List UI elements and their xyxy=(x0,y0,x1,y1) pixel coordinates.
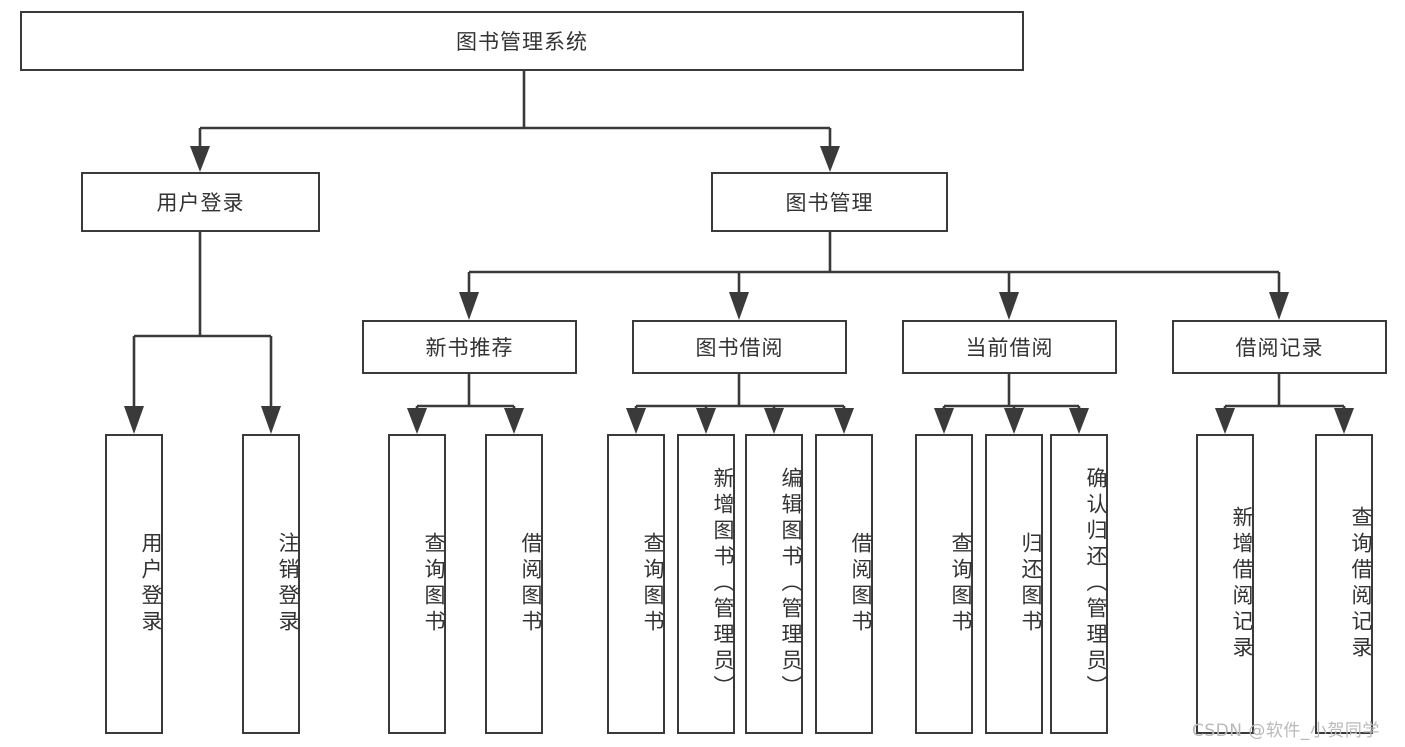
node-new-book-recommend[interactable]: 新书推荐 xyxy=(362,320,577,374)
leaf-logout-label: 注销登录 xyxy=(276,532,300,636)
arrowhead-current-return xyxy=(1004,408,1024,434)
arrowhead-borrow-edit xyxy=(764,408,784,434)
arrowhead-newbook-borrow xyxy=(504,408,524,434)
node-borrow-record[interactable]: 借阅记录 xyxy=(1172,320,1387,374)
node-book-management-label: 图书管理 xyxy=(785,191,874,215)
leaf-borrow-add-book-label: 新增图书（管理员） xyxy=(711,467,735,701)
leaf-current-return-book-label: 归还图书 xyxy=(1019,532,1043,636)
arrowhead-new-book-rec xyxy=(459,292,479,320)
node-user-login-label: 用户登录 xyxy=(156,191,245,215)
leaf-logout[interactable]: 注销登录 xyxy=(242,434,300,734)
node-book-borrow[interactable]: 图书借阅 xyxy=(632,320,847,374)
arrowhead-borrow-add xyxy=(696,408,716,434)
leaf-borrow-lend-book-label: 借阅图书 xyxy=(849,532,873,636)
leaf-borrow-edit-book[interactable]: 编辑图书（管理员） xyxy=(745,434,803,734)
leaf-borrow-query-book[interactable]: 查询图书 xyxy=(607,434,665,734)
arrowhead-leaf-logout xyxy=(261,406,281,434)
leaf-newbook-borrow-book-label: 借阅图书 xyxy=(519,532,543,636)
leaf-current-query-book-label: 查询图书 xyxy=(949,532,973,636)
leaf-newbook-query-book[interactable]: 查询图书 xyxy=(388,434,446,734)
leaf-newbook-query-book-label: 查询图书 xyxy=(422,532,446,636)
leaf-current-confirm-return-label: 确认归还（管理员） xyxy=(1084,467,1108,701)
arrowhead-record-query xyxy=(1334,408,1354,434)
arrowhead-current-borrow xyxy=(999,292,1019,320)
csdn-watermark: CSDN @软件_小贺同学 xyxy=(1192,721,1380,741)
leaf-record-query-label: 查询借阅记录 xyxy=(1349,506,1373,662)
arrowhead-borrow-query xyxy=(626,408,646,434)
node-book-borrow-label: 图书借阅 xyxy=(695,336,784,360)
arrowhead-current-confirm xyxy=(1069,408,1089,434)
leaf-user-login-label: 用户登录 xyxy=(139,532,163,636)
arrowhead-borrow-lend xyxy=(834,408,854,434)
leaf-record-add-label: 新增借阅记录 xyxy=(1230,506,1254,662)
arrowhead-leaf-user-login xyxy=(124,406,144,434)
arrowhead-borrow-record xyxy=(1269,292,1289,320)
arrowhead-current-query xyxy=(934,408,954,434)
leaf-borrow-query-book-label: 查询图书 xyxy=(641,532,665,636)
leaf-newbook-borrow-book[interactable]: 借阅图书 xyxy=(485,434,543,734)
node-current-borrow-label: 当前借阅 xyxy=(965,336,1054,360)
node-root[interactable]: 图书管理系统 xyxy=(20,11,1024,71)
leaf-borrow-edit-book-label: 编辑图书（管理员） xyxy=(779,467,803,701)
node-current-borrow[interactable]: 当前借阅 xyxy=(902,320,1117,374)
node-user-login[interactable]: 用户登录 xyxy=(81,172,320,232)
leaf-record-add[interactable]: 新增借阅记录 xyxy=(1196,434,1254,734)
arrowhead-book-mgmt xyxy=(820,146,840,172)
node-root-label: 图书管理系统 xyxy=(456,30,588,54)
leaf-borrow-lend-book[interactable]: 借阅图书 xyxy=(815,434,873,734)
node-borrow-record-label: 借阅记录 xyxy=(1235,336,1324,360)
leaf-current-return-book[interactable]: 归还图书 xyxy=(985,434,1043,734)
arrowhead-book-borrow xyxy=(729,292,749,320)
leaf-borrow-add-book[interactable]: 新增图书（管理员） xyxy=(677,434,735,734)
node-book-management[interactable]: 图书管理 xyxy=(711,172,948,232)
arrowhead-user-login xyxy=(190,146,210,172)
leaf-current-confirm-return[interactable]: 确认归还（管理员） xyxy=(1050,434,1108,734)
node-new-book-recommend-label: 新书推荐 xyxy=(425,336,514,360)
arrowhead-record-add xyxy=(1215,408,1235,434)
leaf-record-query[interactable]: 查询借阅记录 xyxy=(1315,434,1373,734)
arrowhead-newbook-query xyxy=(407,408,427,434)
leaf-current-query-book[interactable]: 查询图书 xyxy=(915,434,973,734)
leaf-user-login[interactable]: 用户登录 xyxy=(105,434,163,734)
